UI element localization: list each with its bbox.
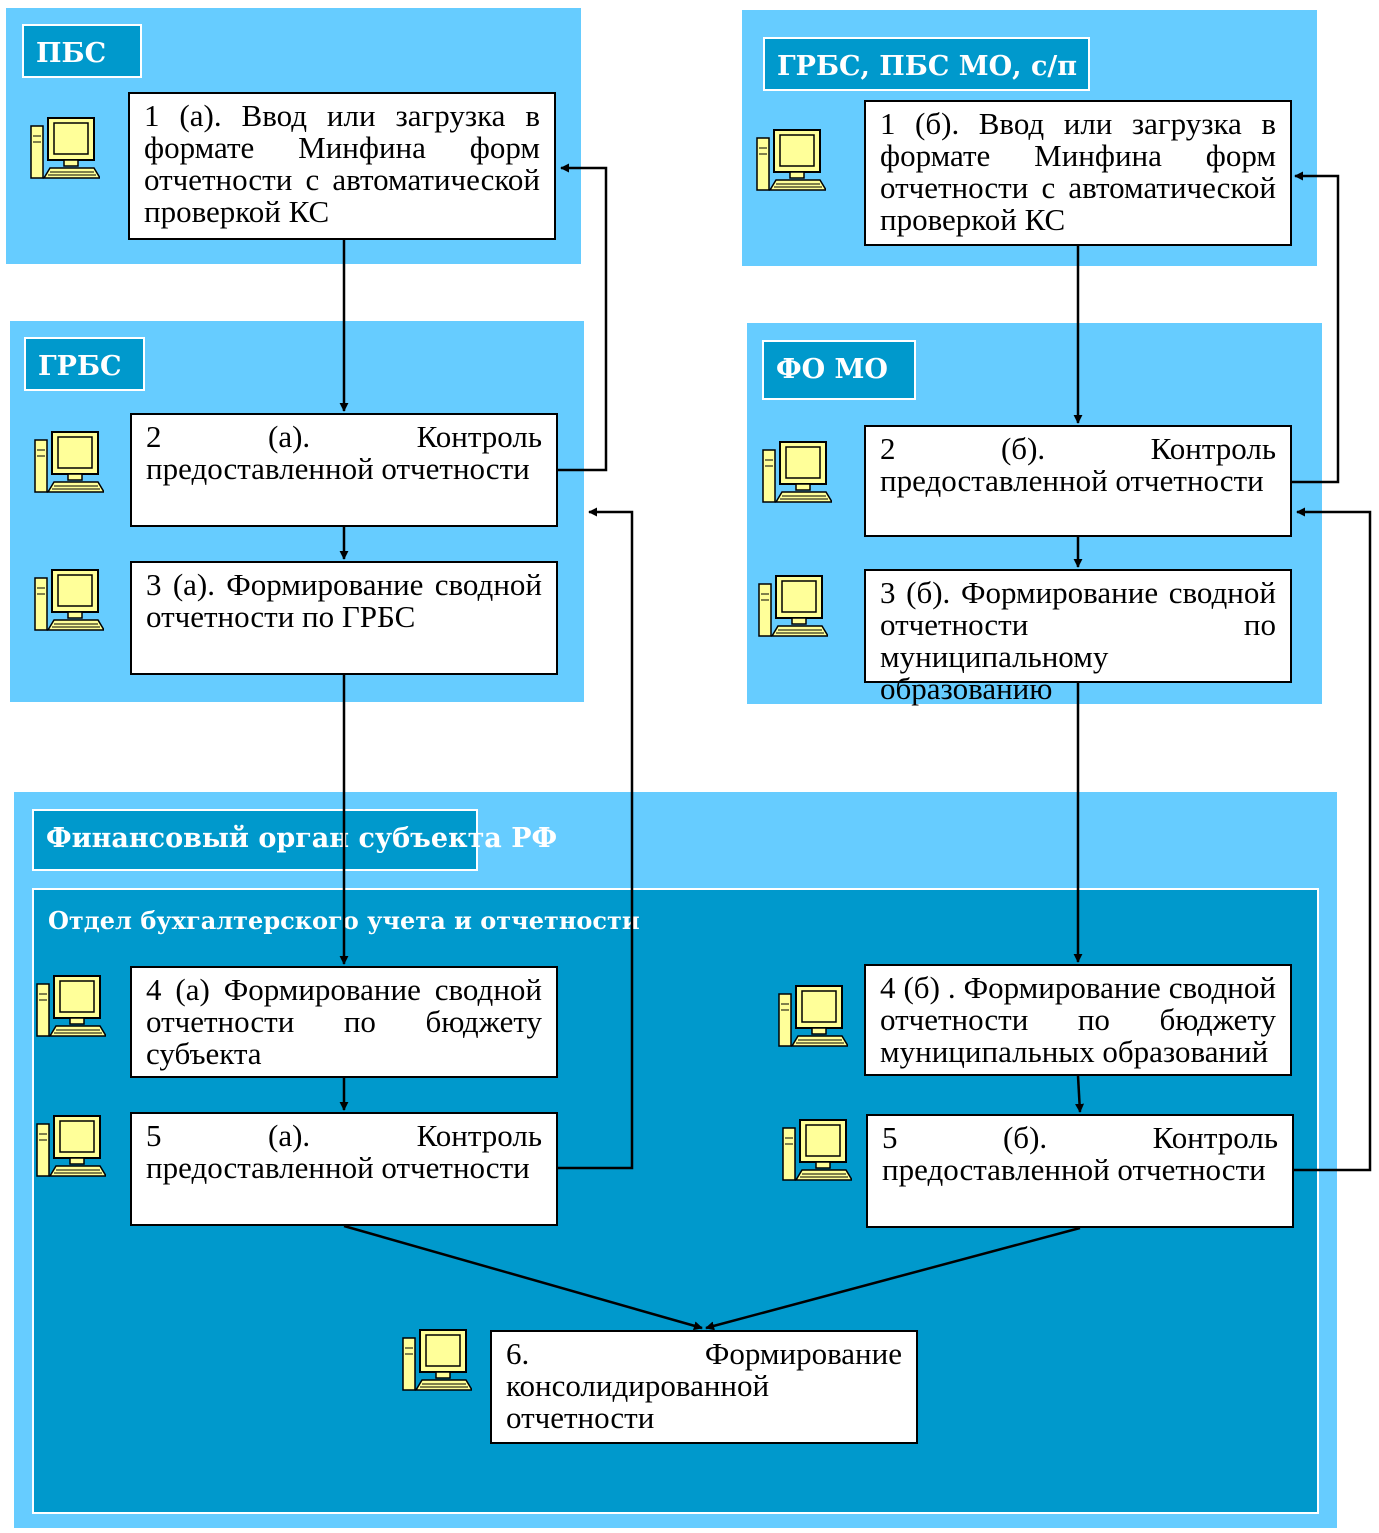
step-1b: 1 (б). Ввод или загрузка в формате Минфи…	[864, 100, 1292, 246]
step-3b: 3 (б). Формирование сводной отчетности п…	[864, 569, 1292, 705]
panel-title-fo-mo: ФО МО	[762, 340, 916, 400]
arrow-5a-return-to-2a	[558, 507, 634, 1170]
arrow-2b-return-to-1b	[1292, 171, 1340, 484]
step-4a: 4 (а) Формирование сводной отчетности по…	[130, 966, 558, 1078]
step-1a: 1 (а). Ввод или загрузка в формате Минфи…	[128, 92, 556, 240]
panel-title-pbs: ПБС	[22, 24, 142, 78]
panel-title-grbs: ГРБС	[24, 337, 145, 391]
panel-title-grbs-pbs-mo: ГРБС, ПБС МО, с/п	[763, 37, 1090, 91]
step-5b: 5 (б). Контроль предоставленной отчетнос…	[866, 1114, 1294, 1228]
arrow-4b-to-5b	[1075, 1075, 1085, 1113]
arrow-2a-return-to-1a	[558, 163, 608, 472]
arrow-5a-to-6	[343, 1224, 703, 1331]
step-3a: 3 (а). Формирование сводной отчетности п…	[130, 561, 558, 675]
step-5a: 5 (а). Контроль предоставленной отчетнос…	[130, 1112, 558, 1226]
panel-title-fin-organ: Финансовый орган субъекта РФ	[32, 809, 557, 871]
step-6: 6. Формирование консолидированной отчетн…	[490, 1330, 918, 1444]
arrow-5b-return-to-2b	[1294, 507, 1372, 1172]
arrow-5b-to-6	[705, 1226, 1081, 1331]
step-2b: 2 (б). Контроль предоставленной отчетнос…	[864, 425, 1292, 537]
step-4b: 4 (б) . Формирование сводной отчетности …	[864, 964, 1292, 1076]
step-2a: 2 (а). Контроль предоставленной отчетнос…	[130, 413, 558, 527]
